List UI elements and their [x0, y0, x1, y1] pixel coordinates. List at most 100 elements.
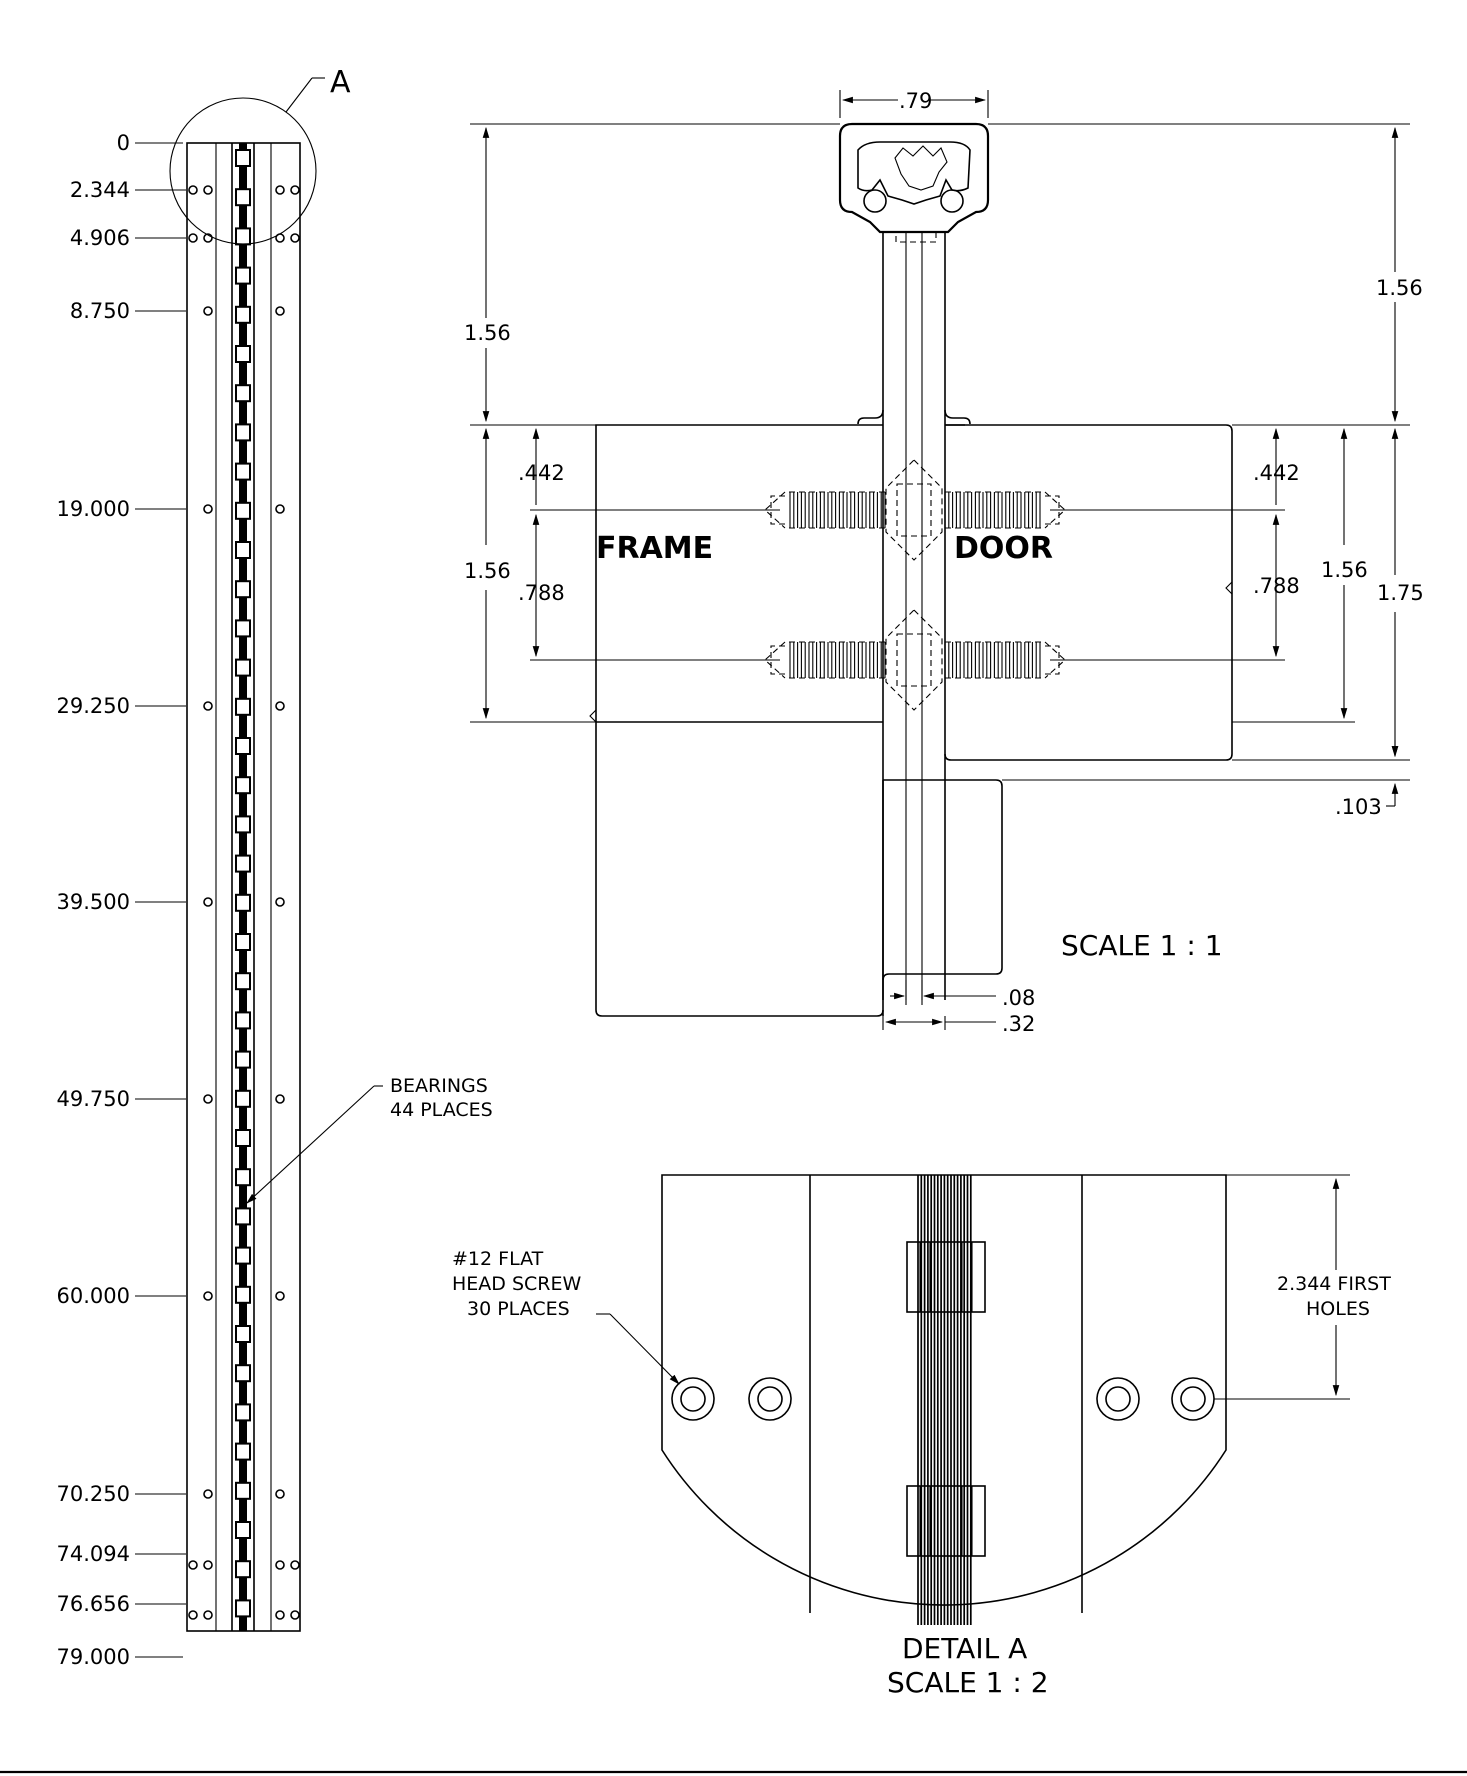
bearing: [235, 541, 251, 559]
station-label: 74.094: [57, 1542, 130, 1566]
screw-hole: [188, 1610, 198, 1620]
station-label: 70.250: [57, 1482, 130, 1506]
station-label: 0: [117, 131, 130, 155]
first-holes-note-line1: 2.344 FIRST: [1277, 1273, 1391, 1295]
screw-hole: [203, 185, 213, 195]
screw-hole: [275, 1094, 285, 1104]
frame-label: FRAME: [596, 531, 713, 566]
bearings-note-line1: BEARINGS: [390, 1075, 488, 1097]
bearing: [235, 697, 251, 716]
bearing: [235, 1442, 251, 1461]
station-label: 2.344: [70, 178, 130, 202]
detail-screw-holes: [671, 1377, 1215, 1421]
station-label: 8.750: [70, 299, 130, 323]
dim-right-total-height: 1.75: [1377, 581, 1424, 605]
hinge-profile-head: [838, 122, 990, 234]
screw-hole: [275, 1291, 285, 1301]
bearing: [235, 188, 251, 207]
bearing: [235, 933, 251, 951]
bearing: [235, 305, 251, 324]
station-label: 49.750: [57, 1087, 130, 1111]
bearing: [235, 423, 251, 442]
screw-note-line3: 30 PLACES: [467, 1298, 570, 1320]
dim-gap: .103: [1335, 795, 1382, 819]
screw-hole: [188, 185, 198, 195]
bearing: [235, 1599, 251, 1618]
screw-hole: [290, 1560, 300, 1570]
screw-hole: [290, 185, 300, 195]
bearing: [235, 1207, 251, 1226]
screw-note-line1: #12 FLAT: [452, 1248, 544, 1270]
screw-hole: [275, 1560, 285, 1570]
screw-note-line2: HEAD SCREW: [452, 1273, 581, 1295]
station-label: 76.656: [57, 1592, 130, 1616]
screw-hole: [275, 1610, 285, 1620]
screw-hole: [203, 1560, 213, 1570]
detail-a-callout-circle: [169, 97, 317, 245]
bearing: [235, 266, 251, 285]
screw-hole: [290, 1610, 300, 1620]
screw-hole: [203, 306, 213, 316]
bearings-note-line2: 44 PLACES: [390, 1099, 493, 1121]
station-label: 39.500: [57, 890, 130, 914]
screw-hole: [275, 185, 285, 195]
dim-right-spacing: .788: [1253, 574, 1300, 598]
bearing: [235, 1325, 251, 1343]
station-dimensions: 0 2.344 4.906 8.750 19.000 29.250 39.500 49.750…: [57, 131, 186, 1669]
first-holes-note-line2: HOLES: [1306, 1298, 1370, 1320]
dim-pin: .08: [1002, 986, 1035, 1010]
bearing: [235, 815, 251, 834]
door-block: [944, 424, 1233, 761]
bearing: [235, 462, 251, 481]
dim-left-spacing: .788: [518, 581, 565, 605]
bearing: [235, 1246, 251, 1265]
screw-hole: [290, 233, 300, 243]
station-label: 60.000: [57, 1284, 130, 1308]
bearing: [235, 580, 251, 599]
detail-title: DETAIL A: [902, 1632, 1027, 1665]
screw-hole: [203, 897, 213, 907]
dim-right-upper-height: 1.56: [1376, 276, 1423, 300]
bearing: [235, 149, 251, 167]
bearing: [235, 1560, 251, 1579]
bearing: [235, 501, 251, 520]
screw-hole: [275, 504, 285, 514]
screw-hole: [188, 233, 198, 243]
bearing: [235, 1050, 251, 1069]
door-label: DOOR: [954, 531, 1053, 566]
dim-right-upper-offset: .442: [1253, 461, 1300, 485]
station-label: 4.906: [70, 226, 130, 250]
dim-top-width: .79: [899, 89, 932, 113]
detail-a-view: #12 FLAT HEAD SCREW 30 PLACES 2.344 FIRS…: [452, 1174, 1391, 1699]
section-dimensions: .79 1.56 1.56 1.56 .442 .788: [464, 89, 1424, 1036]
bearing: [235, 658, 251, 677]
screw-hole: [203, 1291, 213, 1301]
detail-knuckle-lower: [906, 1485, 986, 1557]
screw-hole: [188, 1560, 198, 1570]
dim-left-upper-height: 1.56: [464, 321, 511, 345]
detail-pin: [917, 1175, 972, 1625]
screw-hole: [203, 701, 213, 711]
station-label: 19.000: [57, 497, 130, 521]
bearing: [235, 854, 251, 873]
bearing: [235, 1285, 251, 1304]
bearing: [235, 776, 251, 795]
bearing: [235, 1481, 251, 1500]
station-label: 29.250: [57, 694, 130, 718]
screw-hole: [275, 897, 285, 907]
screw-hole: [203, 1489, 213, 1499]
detail-scale: SCALE 1 : 2: [887, 1666, 1049, 1699]
dim-left-upper-offset: .442: [518, 461, 565, 485]
bearing-knuckles: [235, 143, 251, 1631]
bearing: [235, 227, 251, 246]
screw-hole: [275, 1489, 285, 1499]
bearing: [235, 972, 251, 991]
screw-hole: [275, 701, 285, 711]
bearing: [235, 1089, 251, 1108]
screw-hole: [203, 1094, 213, 1104]
bearing: [235, 893, 251, 912]
screw-hole: [275, 306, 285, 316]
screw-hole: [203, 233, 213, 243]
screw-hole: [203, 504, 213, 514]
